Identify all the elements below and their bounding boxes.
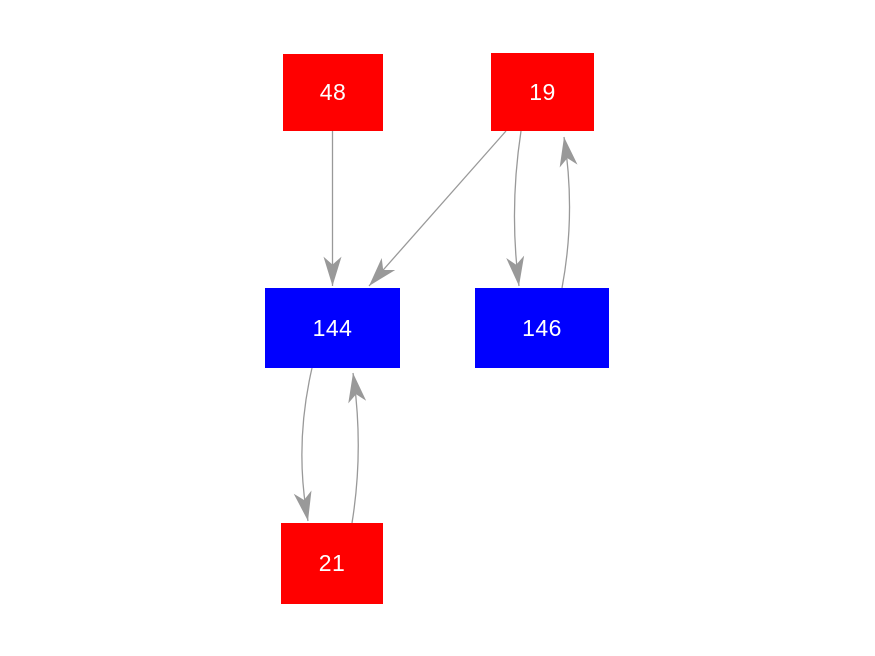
node-label: 146 (522, 314, 562, 341)
edge-19-to-146 (506, 130, 525, 287)
graph-node-21[interactable]: 21 (281, 523, 383, 604)
graph-node-144[interactable]: 144 (265, 288, 400, 368)
node-label: 19 (529, 78, 556, 105)
node-label: 48 (319, 79, 347, 105)
graph-node-146[interactable]: 146 (475, 288, 609, 368)
node-label: 144 (312, 314, 353, 341)
graph-node-48[interactable]: 48 (283, 54, 383, 131)
edge-19-to-144 (368, 130, 507, 287)
node-label: 21 (318, 550, 346, 576)
edge-21-to-144 (348, 372, 367, 524)
graph-node-19[interactable]: 19 (491, 53, 594, 131)
edge-144-to-21 (293, 367, 313, 522)
edge-146-to-19 (559, 136, 578, 289)
